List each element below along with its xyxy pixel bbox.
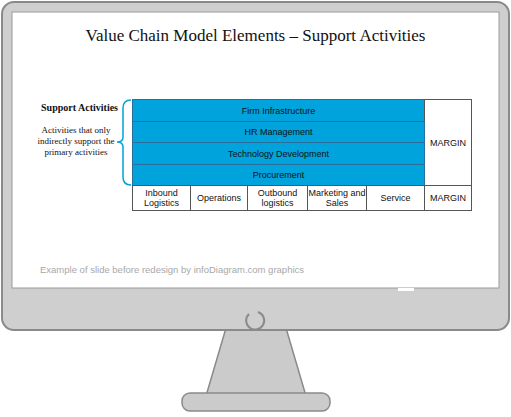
monitor-frame bbox=[2, 2, 509, 330]
box-label: Technology Development bbox=[228, 149, 329, 159]
box-label: MARGIN bbox=[430, 138, 466, 148]
group-description: Activities that only indirectly support … bbox=[34, 125, 118, 158]
curly-brace bbox=[117, 100, 131, 185]
activity-cell: MARGIN bbox=[424, 99, 472, 186]
slide-title: Value Chain Model Elements – Support Act… bbox=[12, 26, 499, 46]
monitor-base bbox=[182, 393, 330, 411]
activity-cell: Operations bbox=[190, 185, 248, 211]
activity-band: Technology Development bbox=[132, 142, 425, 165]
box-label: Marketing and Sales bbox=[308, 188, 366, 208]
monitor-screen bbox=[12, 12, 499, 288]
activity-band: HR Management bbox=[132, 121, 425, 143]
box-label: HR Management bbox=[244, 127, 312, 137]
activity-band: Procurement bbox=[132, 164, 425, 186]
activity-cell: Service bbox=[366, 185, 425, 211]
activity-band: Firm Infrastructure bbox=[132, 99, 425, 122]
power-logo bbox=[246, 312, 264, 330]
monitor-stand bbox=[206, 328, 306, 396]
activity-cell: MARGIN bbox=[424, 185, 472, 211]
group-heading: Support Activities bbox=[26, 102, 118, 113]
box-label: Inbound Logistics bbox=[133, 188, 190, 208]
box-label: Service bbox=[380, 193, 410, 203]
bezel-notch bbox=[398, 288, 414, 291]
watermark: Example of slide before redesign by info… bbox=[40, 264, 480, 275]
activity-cell: Outbound logistics bbox=[247, 185, 308, 211]
box-label: Outbound logistics bbox=[248, 188, 307, 208]
box-label: Operations bbox=[197, 193, 241, 203]
box-label: Firm Infrastructure bbox=[242, 106, 316, 116]
activity-cell: Inbound Logistics bbox=[132, 185, 191, 211]
box-label: Procurement bbox=[253, 170, 305, 180]
activity-cell: Marketing and Sales bbox=[307, 185, 367, 211]
box-label: MARGIN bbox=[430, 193, 466, 203]
